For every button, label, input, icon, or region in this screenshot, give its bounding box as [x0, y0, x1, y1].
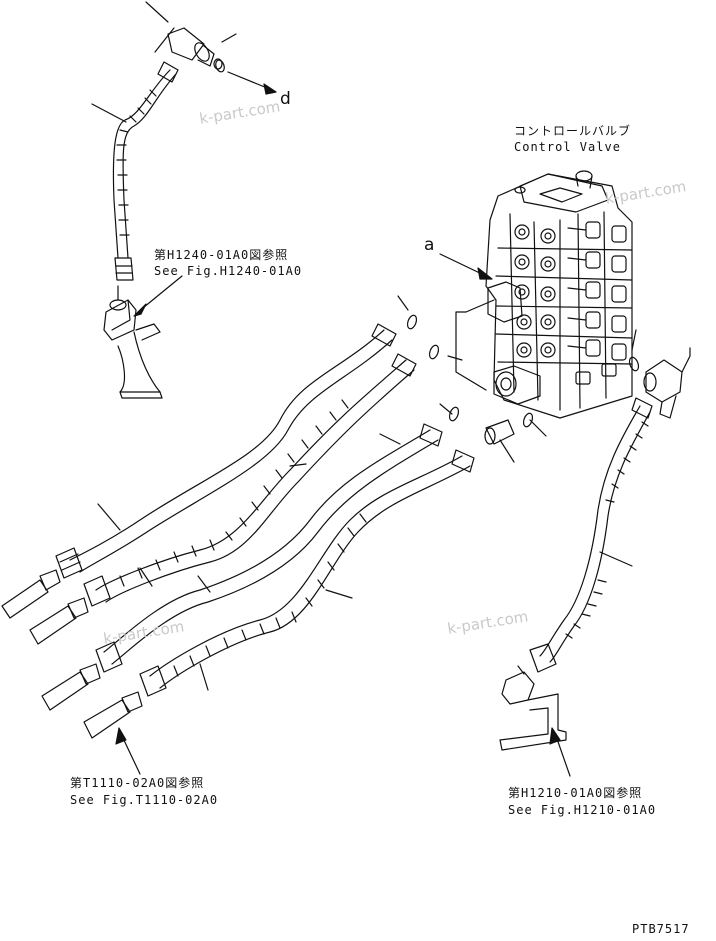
hose-4 — [84, 450, 474, 738]
ref-right-arrow — [550, 728, 570, 776]
ref-top-en: See Fig.H1240-01A0 — [154, 264, 303, 278]
ref-top-jp: 第H1240-01A0図参照 — [154, 248, 289, 262]
top-hose — [92, 62, 178, 280]
hose-1 — [2, 324, 396, 618]
right-elbow-fitting — [644, 348, 690, 418]
hose-2 — [30, 354, 416, 644]
label-d: d — [280, 89, 291, 109]
top-bracket — [104, 286, 162, 398]
label-a: a — [424, 235, 435, 255]
ref-left-en: See Fig.T1110-02A0 — [70, 793, 219, 807]
control-valve-label-jp: コントロールバルブ — [514, 124, 632, 138]
o-rings — [406, 314, 640, 428]
port-leader-lines — [290, 296, 636, 466]
part-code: PTB7517 — [632, 922, 690, 936]
o-ring-top — [214, 59, 226, 73]
arrow-to-d — [228, 72, 276, 94]
top-elbow-fitting — [146, 2, 236, 69]
control-valve-label-en: Control Valve — [514, 140, 621, 154]
ref-left-jp: 第T1110-02A0図参照 — [70, 776, 205, 790]
hose-adapter — [485, 420, 514, 462]
right-bracket — [500, 666, 566, 750]
right-hose — [530, 398, 652, 672]
ref-left-arrow — [116, 728, 140, 774]
hose-3 — [42, 424, 442, 710]
control-valve — [486, 171, 632, 418]
ref-right-en: See Fig.H1210-01A0 — [508, 803, 657, 817]
ref-right-jp: 第H1210-01A0図参照 — [508, 786, 643, 800]
ref-top-arrow — [134, 276, 182, 316]
arrow-a — [440, 254, 492, 279]
